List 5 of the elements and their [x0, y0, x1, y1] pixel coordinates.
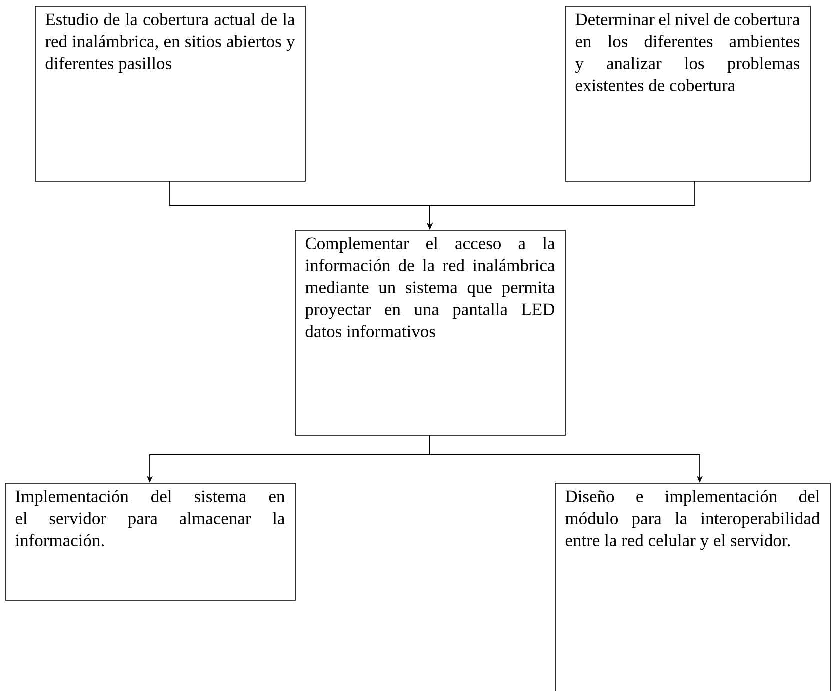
text-box: Diseño e implementación del módulo para la interoperabilidad entre la red celular y el servidor. [555, 483, 831, 691]
text-box: Complementar el acceso a la información de la red inalámbrica mediante un sistema que permita proyectar en una pantalla LED datos informativos [295, 230, 566, 436]
text-box: Implementación del sistema en el servidor para almacenar la información. [5, 483, 296, 601]
text-box: Determinar el nivel de cobertura en los diferentes ambientes y analizar los problemas existentes de cobertura [565, 6, 811, 182]
text-box: Estudio de la cobertura actual de la red inalámbrica, en sitios abiertos y diferentes pasillos [35, 6, 306, 182]
